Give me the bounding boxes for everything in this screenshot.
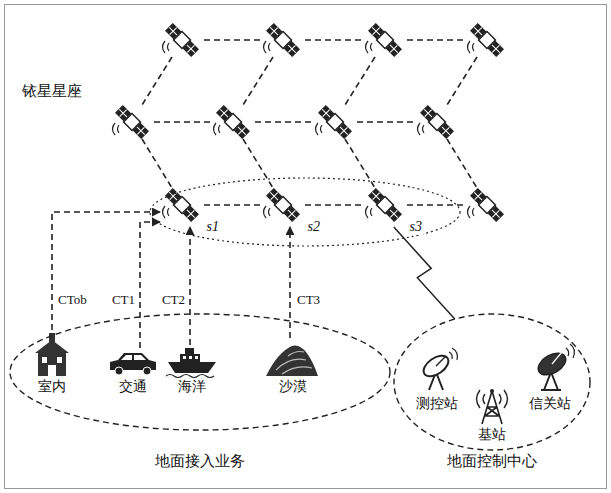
satellite-label: s2	[307, 219, 321, 235]
channel-label: CT3	[296, 292, 321, 308]
region-outline	[10, 314, 390, 430]
region-outline	[394, 314, 590, 450]
satellite-node: s3	[363, 183, 407, 227]
link-arrow	[189, 227, 191, 345]
channel-label: CTob	[57, 292, 88, 308]
node-label: 沙漠	[279, 378, 307, 394]
satellite-icon	[264, 23, 300, 57]
access-terminal: 室内	[27, 330, 77, 394]
satellite-icon	[264, 188, 300, 222]
access-terminal: 沙漠	[267, 338, 319, 394]
region-outline	[10, 314, 390, 430]
car-icon	[110, 353, 156, 375]
link-arrow	[52, 212, 160, 330]
satellite-icon	[163, 23, 199, 57]
satellite-label: s3	[409, 219, 423, 235]
access-terminal: 交通	[108, 348, 158, 394]
node-label: 测控站	[416, 395, 458, 411]
desert-icon	[266, 346, 318, 376]
ground-control-region: 地面控制中心测控站基站信关站	[394, 314, 590, 450]
node-label: 信关站	[529, 395, 571, 411]
building-icon	[35, 333, 69, 376]
satellite-icon	[468, 23, 504, 57]
access-terminal: 海洋	[167, 345, 217, 394]
node-label: 基站	[478, 426, 506, 442]
satellite-label: s1	[206, 219, 220, 235]
region-heading: 地面接入业务	[155, 452, 245, 470]
figure-label: 铱星星座	[22, 82, 82, 100]
region-heading: 地面控制中心	[447, 452, 537, 470]
inter-satellite-links	[142, 40, 477, 205]
satellite-icon	[418, 105, 454, 139]
tracking-dish-icon	[420, 348, 458, 390]
satellite-icon	[468, 188, 504, 222]
node-label: 交通	[119, 378, 147, 394]
radio-link	[394, 227, 455, 319]
channel-label: CT2	[161, 292, 186, 308]
satellite-group-outline	[150, 178, 460, 246]
gateway-dish-icon	[535, 344, 575, 390]
base-station-icon	[477, 389, 508, 424]
node-label: 室内	[38, 378, 66, 394]
satellite-icon	[214, 105, 250, 139]
ground-station: 测控站	[410, 351, 464, 411]
satellite-node: s2	[261, 183, 305, 227]
satellite-icon	[366, 23, 402, 57]
satellite-icon	[316, 105, 352, 139]
link-arrow	[305, 204, 363, 206]
satellite-node: s1	[160, 183, 204, 227]
node-label: 海洋	[178, 378, 206, 394]
channel-label: CT1	[111, 292, 136, 308]
satellite-icon	[366, 188, 402, 222]
satellite-icon	[113, 105, 149, 139]
ground-access-region: 地面接入业务室内交通海洋沙漠	[10, 314, 390, 430]
link-arrow	[204, 204, 261, 206]
ship-icon	[166, 348, 216, 378]
satellite-icons	[113, 23, 504, 222]
frame	[5, 5, 607, 489]
ground-station: 基站	[470, 386, 514, 442]
satellite-icon	[163, 188, 199, 222]
link-arrow	[140, 222, 160, 348]
ground-station: 信关站	[523, 351, 577, 411]
